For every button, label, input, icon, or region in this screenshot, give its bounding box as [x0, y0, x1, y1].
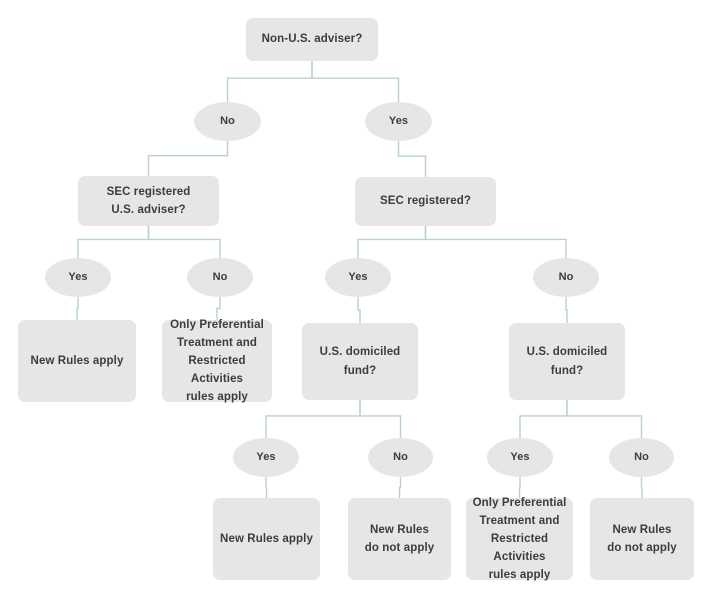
node-sec_yes: Yes — [325, 258, 391, 297]
node-root: Non-U.S. adviser? — [246, 18, 378, 61]
node-sec_us: SEC registered U.S. adviser? — [78, 176, 219, 226]
connector-root-to-root_yes — [311, 61, 400, 102]
connector-dl_no-to-res_not_1 — [398, 477, 402, 498]
connector-dom_left-to-dl_yes — [265, 400, 361, 438]
connector-root_no-to-sec_us — [147, 141, 229, 176]
connector-root_yes-to-sec — [397, 141, 427, 177]
node-sec_no: No — [533, 258, 599, 297]
connector-dom_left-to-dl_no — [359, 400, 402, 438]
connector-sec_us-to-sec_us_yes — [77, 226, 150, 258]
connector-sec_no-to-dom_right — [565, 297, 568, 323]
node-dr_yes: Yes — [487, 438, 553, 477]
node-res_not_1: New Rules do not apply — [348, 498, 451, 580]
node-root_yes: Yes — [365, 102, 432, 141]
connector-sec_us-to-sec_us_no — [147, 226, 221, 258]
connector-root-to-root_no — [226, 61, 313, 102]
node-dl_yes: Yes — [233, 438, 299, 477]
connector-dom_right-to-dr_yes — [519, 400, 568, 438]
connector-sec-to-sec_yes — [357, 226, 427, 258]
node-sec_us_no: No — [187, 258, 253, 297]
node-dl_no: No — [368, 438, 433, 477]
node-sec_us_yes: Yes — [45, 258, 111, 297]
node-res_new_2: New Rules apply — [213, 498, 320, 580]
connector-sec_us_yes-to-res_new_1 — [76, 297, 79, 320]
node-res_not_2: New Rules do not apply — [590, 498, 694, 580]
node-dom_left: U.S. domiciled fund? — [302, 323, 418, 400]
connector-sec-to-sec_no — [424, 226, 567, 258]
node-res_new_1: New Rules apply — [18, 320, 136, 402]
connector-dom_right-to-dr_no — [566, 400, 643, 438]
node-sec: SEC registered? — [355, 177, 496, 226]
node-res_only_2: Only Preferential Treatment and Restrict… — [466, 497, 573, 581]
connector-dr_no-to-res_not_2 — [640, 477, 643, 498]
connector-sec_yes-to-dom_left — [357, 297, 361, 323]
node-dr_no: No — [609, 438, 674, 477]
node-dom_right: U.S. domiciled fund? — [509, 323, 625, 400]
node-res_only_1: Only Preferential Treatment and Restrict… — [162, 319, 272, 403]
node-root_no: No — [194, 102, 261, 141]
connector-dl_yes-to-res_new_2 — [265, 477, 268, 498]
